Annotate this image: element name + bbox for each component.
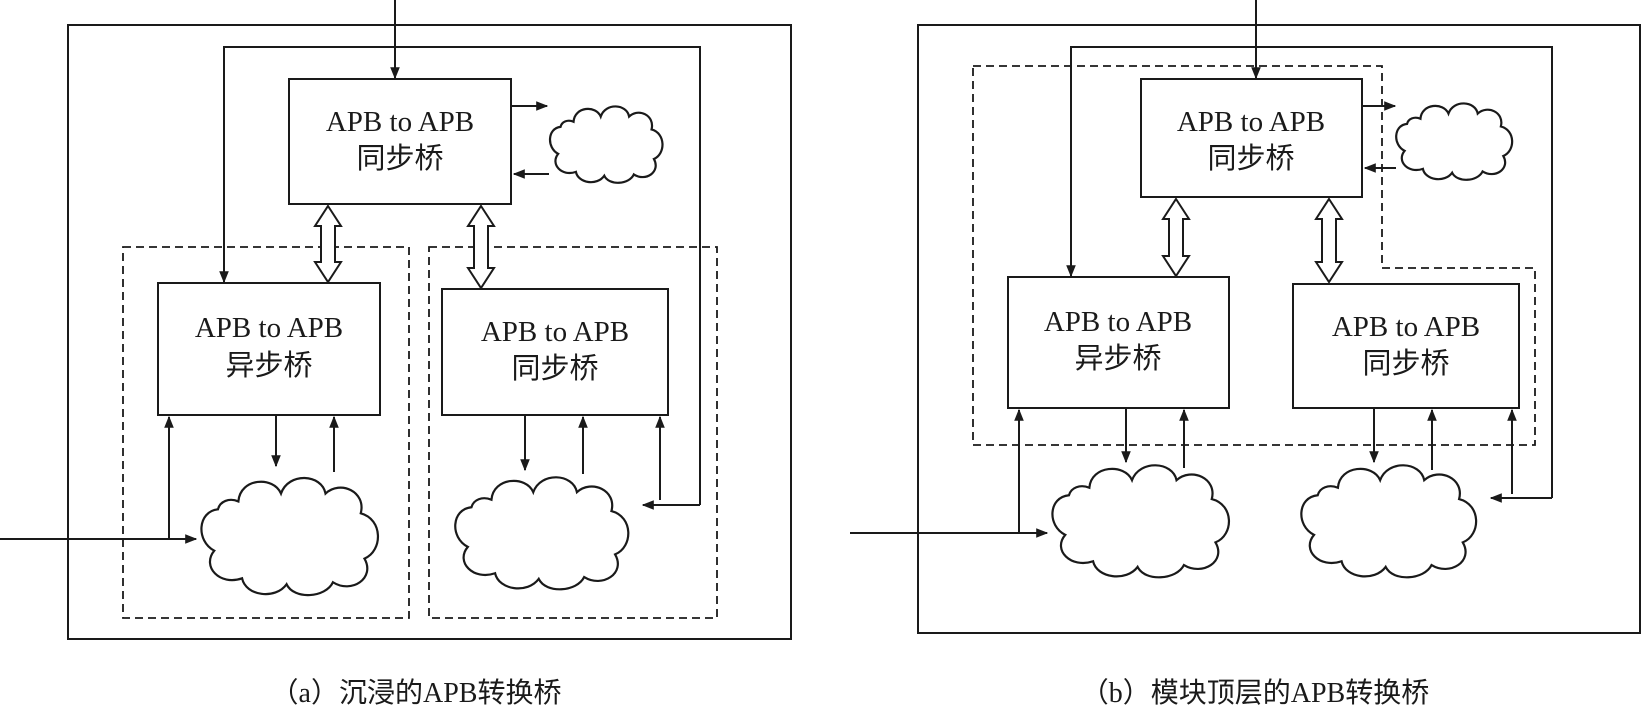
panel-a-outer-frame	[67, 24, 792, 640]
panel-b-top-bridge: APB to APB 同步桥	[1140, 78, 1363, 198]
panel-a-left-bridge: APB to APB 异步桥	[157, 282, 381, 416]
panel-b-right-cloud	[1300, 464, 1478, 579]
panel-b-caption: （b）模块顶层的APB转换桥	[1081, 677, 1429, 709]
panel-b-right-bridge-line1: APB to APB	[1332, 311, 1480, 343]
panel-b-left-bridge: APB to APB 异步桥	[1007, 276, 1230, 409]
panel-b-double-arrow-left	[1161, 197, 1191, 278]
panel-b-left-bridge-line2: 异步桥	[1074, 342, 1161, 375]
panel-a-top-bridge-line1: APB to APB	[326, 106, 474, 138]
panel-a-top-bridge-line2: 同步桥	[356, 142, 443, 175]
panel-a-double-arrow-right	[466, 204, 496, 290]
panel-a-double-arrow-left	[313, 204, 343, 284]
panel-b-double-arrow-right	[1314, 197, 1344, 284]
panel-a-right-bridge: APB to APB 同步桥	[441, 288, 669, 416]
panel-a-caption: （a）沉浸的APB转换桥	[271, 677, 562, 709]
panel-a-left-dashed-region	[122, 246, 410, 619]
panel-b-top-bridge-line2: 同步桥	[1207, 142, 1294, 175]
panel-a-top-cloud	[549, 105, 664, 184]
panel-b-right-bridge: APB to APB 同步桥	[1292, 283, 1520, 409]
panel-a-left-cloud	[200, 476, 380, 597]
panel-a-top-bridge: APB to APB 同步桥	[288, 78, 512, 205]
panel-b-dashed-region	[972, 65, 1536, 446]
panel-a-left-bridge-line1: APB to APB	[195, 312, 343, 344]
panel-b-top-bridge-line1: APB to APB	[1177, 106, 1325, 138]
panel-a-left-bridge-line2: 异步桥	[225, 349, 312, 382]
panel-b-top-cloud	[1395, 102, 1513, 181]
panel-b-left-bridge-line1: APB to APB	[1044, 306, 1192, 338]
panel-a-right-cloud	[454, 476, 630, 591]
panel-a-feed-loop	[219, 46, 701, 505]
panel-b-outer-frame	[917, 24, 1641, 634]
panel-a-right-dashed-region	[428, 246, 718, 619]
panel-a-right-bridge-line2: 同步桥	[511, 352, 598, 385]
panel-a: APB to APB 同步桥 APB to APB 异步桥 APB to APB…	[0, 0, 792, 709]
panel-b-right-bridge-line2: 同步桥	[1362, 347, 1449, 380]
panel-b-feed-loop	[1066, 46, 1553, 498]
panel-b-left-cloud	[1051, 464, 1230, 579]
panel-a-right-bridge-line1: APB to APB	[481, 316, 629, 348]
panel-b: APB to APB 同步桥 APB to APB 异步桥 APB to APB…	[850, 0, 1641, 709]
